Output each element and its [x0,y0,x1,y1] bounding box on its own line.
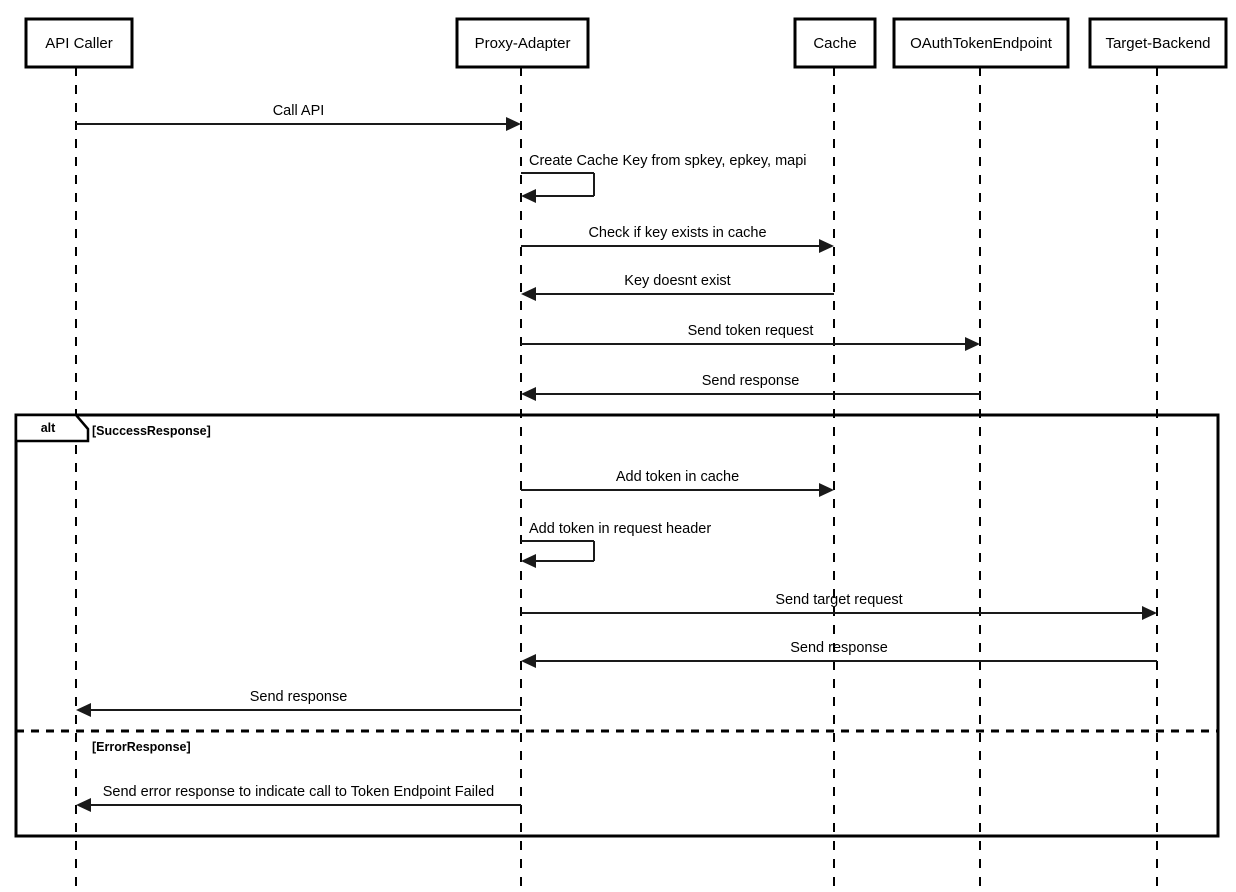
actor-box-oauth [892,17,1070,69]
arrowhead-icon [819,239,834,253]
alt-operator-tab [14,413,90,443]
message-label-m2: Create Cache Key from spkey, epkey, mapi [529,153,807,169]
arrowhead-icon [965,337,980,351]
alt-operator-label: alt [41,421,56,435]
actor-label-proxy: Proxy-Adapter [475,35,571,52]
actor-oauth: OAuthTokenEndpoint [892,17,1070,69]
arrowhead-icon [76,703,91,717]
message-m1: Call API [76,103,521,131]
message-m11: Send response [76,689,521,717]
actor-label-cache: Cache [813,35,856,52]
message-label-m1: Call API [273,103,325,119]
message-m5: Send token request [521,323,980,351]
actor-label-backend: Target-Backend [1105,35,1210,52]
actor-cache: Cache [793,17,877,69]
message-label-m9: Send target request [775,592,902,608]
message-m2: Create Cache Key from spkey, epkey, mapi [521,153,807,203]
arrowhead-icon [819,483,834,497]
message-m12: Send error response to indicate call to … [76,784,521,812]
message-label-m8: Add token in request header [529,521,711,537]
actor-proxy: Proxy-Adapter [455,17,590,69]
arrowhead-icon [506,117,521,131]
message-m3: Check if key exists in cache [521,225,834,253]
message-label-m3: Check if key exists in cache [588,225,766,241]
arrowhead-icon [76,798,91,812]
arrowhead-icon [521,654,536,668]
message-label-m4: Key doesnt exist [624,273,730,289]
arrowhead-icon [1142,606,1157,620]
message-m7: Add token in cache [521,469,834,497]
alt-fragment-frame [14,413,1220,838]
message-label-m10: Send response [790,640,888,656]
message-label-m5: Send token request [688,323,814,339]
actor-box-backend [1088,17,1228,69]
actor-label-caller: API Caller [45,35,113,52]
actor-box-cache [793,17,877,69]
message-m9: Send target request [521,592,1157,620]
actor-backend: Target-Backend [1088,17,1228,69]
actor-box-caller [24,17,134,69]
message-m4: Key doesnt exist [521,273,834,301]
message-m8: Add token in request header [521,521,711,568]
arrowhead-icon [521,189,536,203]
actor-box-proxy [455,17,590,69]
actor-caller: API Caller [24,17,134,69]
arrowhead-icon [521,287,536,301]
actor-label-oauth: OAuthTokenEndpoint [910,35,1053,52]
message-label-m12: Send error response to indicate call to … [103,784,494,800]
message-label-m7: Add token in cache [616,469,739,485]
message-label-m6: Send response [702,373,800,389]
message-label-m11: Send response [250,689,348,705]
alt-branch-condition-1: [ErrorResponse] [92,740,191,754]
message-m10: Send response [521,640,1157,668]
arrowhead-icon [521,554,536,568]
arrowhead-icon [521,387,536,401]
message-m6: Send response [521,373,980,401]
alt-branch-condition-0: [SuccessResponse] [92,424,211,438]
